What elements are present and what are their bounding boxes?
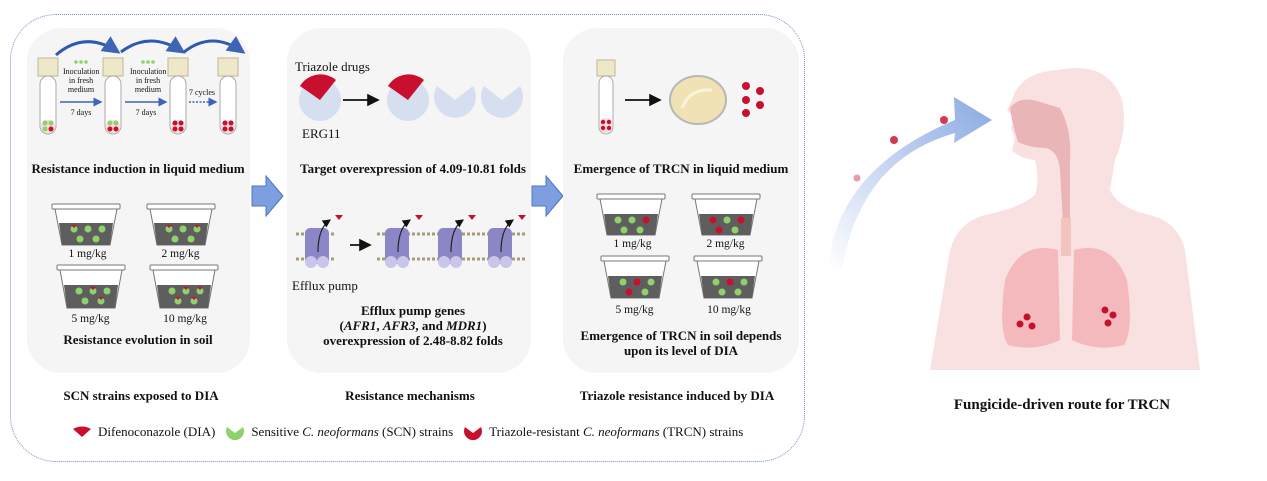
inoculum-icon-1 (74, 60, 88, 64)
dose-2: 2 mg/kg (161, 248, 200, 260)
right-lung (1072, 248, 1130, 348)
test-tube-4 (217, 57, 239, 135)
panel-scn-exposure (27, 28, 250, 373)
trcn-icon (464, 427, 483, 441)
transfer-arrow-1 (55, 36, 121, 57)
dose-1: 1 mg/kg (68, 248, 107, 260)
transfer-arrow-3 (183, 35, 246, 54)
caption-col1-text: SCN strains exposed to DIA (63, 388, 219, 403)
left-lung (1002, 248, 1060, 348)
pump-title-line3: overexpression of 2.48-8.82 folds (323, 333, 503, 348)
gene-afr1: AFR1 (343, 318, 377, 333)
pump-genes-line: (AFR1, AFR3, and MDR1) (339, 318, 487, 333)
dose-5: 5 mg/kg (71, 313, 110, 325)
emergence-dose-2: 2 mg/kg (706, 238, 745, 250)
legend-trcn: Triazole-resistant C. neoformans (TRCN) … (489, 424, 744, 439)
test-tube-1 (37, 57, 59, 135)
erg11-label: ERG11 (302, 126, 341, 141)
trachea (1061, 218, 1071, 256)
test-tube-3 (167, 57, 189, 135)
cycles-label: 7 cycles (189, 88, 215, 97)
days-label-1: 7 days (70, 108, 92, 117)
soil-emergence-line1: Emergence of TRCN in soil depends (580, 328, 782, 343)
caption-col3-text: Triazole resistance induced by DIA (579, 388, 775, 403)
inoculation-label-2: Inoculation in fresh medium (130, 67, 167, 94)
inoculum-icon-2 (141, 60, 155, 64)
airborne-trcn-cells (853, 116, 948, 182)
airflow-arrow (828, 97, 992, 270)
workflow-frame (10, 14, 805, 462)
test-tube-2 (102, 57, 124, 135)
triazole-drugs-label: Triazole drugs (295, 59, 370, 74)
dia-icon (73, 426, 91, 437)
erg11-overexpressed-1 (387, 74, 429, 121)
petri-dish (669, 75, 727, 125)
membrane-multi (377, 215, 527, 268)
route-title-text: Fungicide-driven route for TRCN (953, 397, 1171, 413)
gene-afr3: AFR3 (382, 318, 416, 333)
legend: Difenoconazole (DIA) Sensitive C. neofor… (72, 424, 744, 441)
soil-title-text: Resistance evolution in soil (63, 332, 213, 347)
caption-col2-text: Resistance mechanisms (345, 388, 475, 403)
dose-10: 10 mg/kg (163, 313, 207, 325)
isolated-trcn-cells (742, 82, 764, 117)
legend-scn: Sensitive C. neoformans (SCN) strains (251, 424, 454, 439)
pump-title-line1: Efflux pump genes (360, 303, 466, 318)
days-label-2: 7 days (135, 108, 157, 117)
lung-trcn-cells (1016, 306, 1117, 330)
membrane-single (296, 215, 343, 268)
liquid-emergence-title-text: Emergence of TRCN in liquid medium (573, 161, 789, 176)
erg11-overexpressed-3 (481, 86, 523, 118)
gene-mdr1: MDR1 (446, 318, 483, 333)
emergence-dose-5: 5 mg/kg (615, 304, 654, 316)
erg11-with-drug (299, 74, 341, 121)
induction-title-text: Resistance induction in liquid medium (31, 161, 245, 176)
emergence-dose-1: 1 mg/kg (613, 238, 652, 250)
scn-icon (226, 427, 245, 441)
legend-dia: Difenoconazole (DIA) (98, 424, 216, 439)
tube-trcn (596, 59, 616, 135)
erg11-overexpressed-2 (434, 86, 476, 118)
inoculation-label-1: Inoculation in fresh medium (63, 67, 100, 94)
emergence-dose-10: 10 mg/kg (707, 304, 751, 316)
soil-emergence-line2: upon its level of DIA (623, 343, 739, 358)
transfer-arrow-2 (120, 36, 186, 54)
target-title-text: Target overexpression of 4.09-10.81 fold… (300, 161, 526, 176)
airway (1010, 99, 1071, 225)
efflux-pump-label: Efflux pump (292, 278, 358, 293)
flow-arrow-1 (251, 174, 284, 218)
flow-arrow-2 (531, 174, 564, 218)
